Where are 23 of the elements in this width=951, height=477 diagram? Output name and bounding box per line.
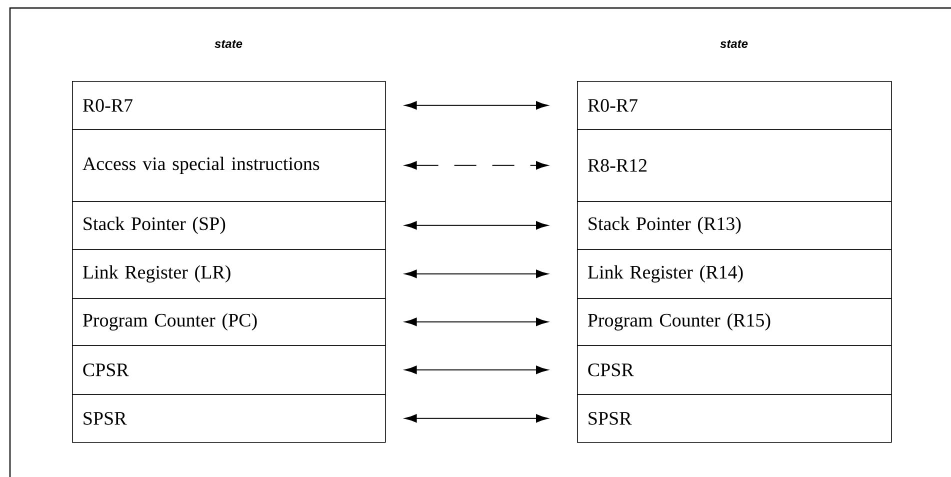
register-cell: Program Counter (PC) <box>72 298 386 346</box>
register-cell: Access via special instructions <box>72 129 386 202</box>
register-cell: SPSR <box>72 394 386 443</box>
register-cell: CPSR <box>577 345 892 395</box>
register-cell: R0-R7 <box>577 81 892 130</box>
register-cell: R0-R7 <box>72 81 386 130</box>
register-cell: SPSR <box>577 394 892 443</box>
double-arrow <box>404 318 548 326</box>
register-cell: Link Register (R14) <box>577 249 892 299</box>
register-cell: Program Counter (R15) <box>577 298 892 346</box>
register-cell: R8-R12 <box>577 129 892 202</box>
double-arrow <box>404 161 548 170</box>
column-heading: state <box>720 40 748 48</box>
double-arrow <box>404 270 548 278</box>
column-heading: state <box>214 40 242 48</box>
register-cell: Stack Pointer (R13) <box>577 201 892 250</box>
register-cell: Link Register (LR) <box>72 249 386 299</box>
double-arrow <box>404 366 548 374</box>
double-arrow <box>404 414 548 423</box>
register-cell: CPSR <box>72 345 386 395</box>
double-arrow <box>404 221 548 230</box>
double-arrow <box>404 101 548 110</box>
register-cell: Stack Pointer (SP) <box>72 201 386 250</box>
